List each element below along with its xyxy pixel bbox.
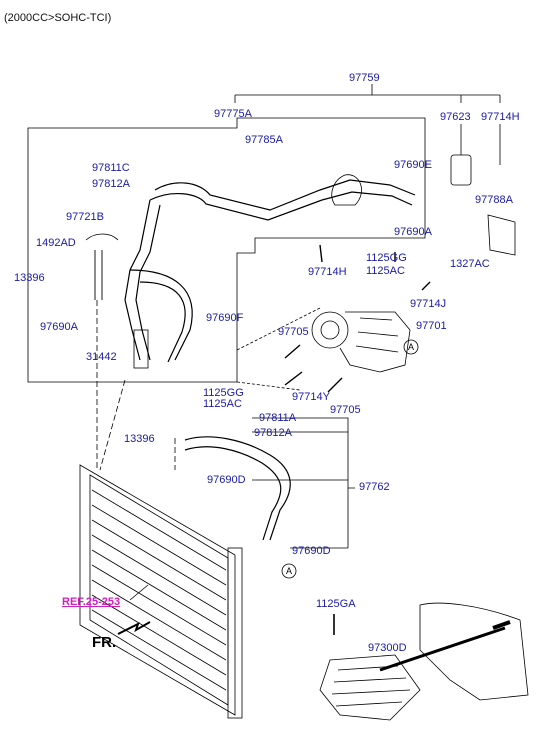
label-97759[interactable]: 97759: [349, 72, 380, 84]
label-97690F[interactable]: 97690F: [206, 312, 244, 324]
label-1125GG-low[interactable]: 1125GG: [203, 387, 244, 399]
label-1125AC-low[interactable]: 1125AC: [203, 398, 242, 410]
label-97788A[interactable]: 97788A: [475, 194, 513, 206]
label-97690A-left[interactable]: 97690A: [40, 321, 78, 333]
hose-suction: [129, 269, 193, 361]
muffler: [331, 174, 362, 206]
label-97714H-top[interactable]: 97714H: [481, 111, 520, 123]
hose-discharge: [184, 436, 291, 541]
label-97714J[interactable]: 97714J: [410, 298, 447, 310]
label-97690E[interactable]: 97690E: [394, 159, 432, 171]
label-97811A[interactable]: 97811A: [259, 412, 297, 424]
reference-link[interactable]: REF.25-253: [62, 596, 121, 608]
label-97714Y[interactable]: 97714Y: [292, 391, 330, 403]
hose-left: [124, 199, 151, 361]
label-97300D[interactable]: 97300D: [368, 642, 407, 654]
label-1125GA[interactable]: 1125GA: [316, 598, 356, 610]
label-31442[interactable]: 31442: [86, 351, 117, 363]
vehicle-front: [419, 602, 529, 701]
label-1125AC-mid[interactable]: 1125AC: [366, 265, 405, 277]
circle-marker-a-upper: A: [408, 342, 414, 352]
label-97714H-mid[interactable]: 97714H: [308, 266, 347, 278]
label-97690A-right[interactable]: 97690A: [394, 226, 432, 238]
label-13396-low[interactable]: 13396: [124, 433, 155, 445]
label-97623[interactable]: 97623: [440, 111, 471, 123]
label-97690D-mid[interactable]: 97690D: [207, 474, 246, 486]
bolts: [284, 244, 431, 393]
label-97705-top[interactable]: 97705: [278, 326, 309, 338]
label-97812A-low[interactable]: 97812A: [254, 427, 292, 439]
label-1492AD[interactable]: 1492AD: [36, 237, 76, 249]
label-97785A[interactable]: 97785A: [245, 134, 283, 146]
front-direction-label: FR.: [92, 634, 117, 651]
bracket-31442: [133, 329, 149, 369]
pipe-left: [94, 250, 103, 300]
receiver-drier: [450, 154, 472, 186]
label-97690D-low[interactable]: 97690D: [292, 545, 331, 557]
engine-header: (2000CC>SOHC-TCI): [4, 12, 112, 24]
condenser: [79, 464, 243, 719]
bracket-97762: [252, 417, 355, 549]
label-97721B[interactable]: 97721B: [66, 211, 104, 223]
label-97775A[interactable]: 97775A: [214, 108, 252, 120]
label-97811C[interactable]: 97811C: [92, 162, 130, 174]
clamp-1492AD: [85, 233, 119, 241]
compressor-97701: [311, 311, 411, 373]
group-outline-97775A: [27, 117, 426, 383]
bracket-97788A: [487, 214, 516, 256]
bracket-97759: [234, 84, 501, 103]
label-1327AC[interactable]: 1327AC: [450, 258, 490, 270]
circle-marker-a-lower: A: [286, 566, 292, 576]
label-13396-top[interactable]: 13396: [14, 272, 45, 284]
hose-upper: [154, 179, 416, 211]
label-1125GG-mid[interactable]: 1125GG: [366, 252, 407, 264]
label-97812A-top[interactable]: 97812A: [92, 178, 130, 190]
label-97705-bot[interactable]: 97705: [330, 404, 361, 416]
undercover-97300D: [319, 654, 421, 721]
label-97762[interactable]: 97762: [359, 481, 390, 493]
label-97701[interactable]: 97701: [416, 320, 447, 332]
